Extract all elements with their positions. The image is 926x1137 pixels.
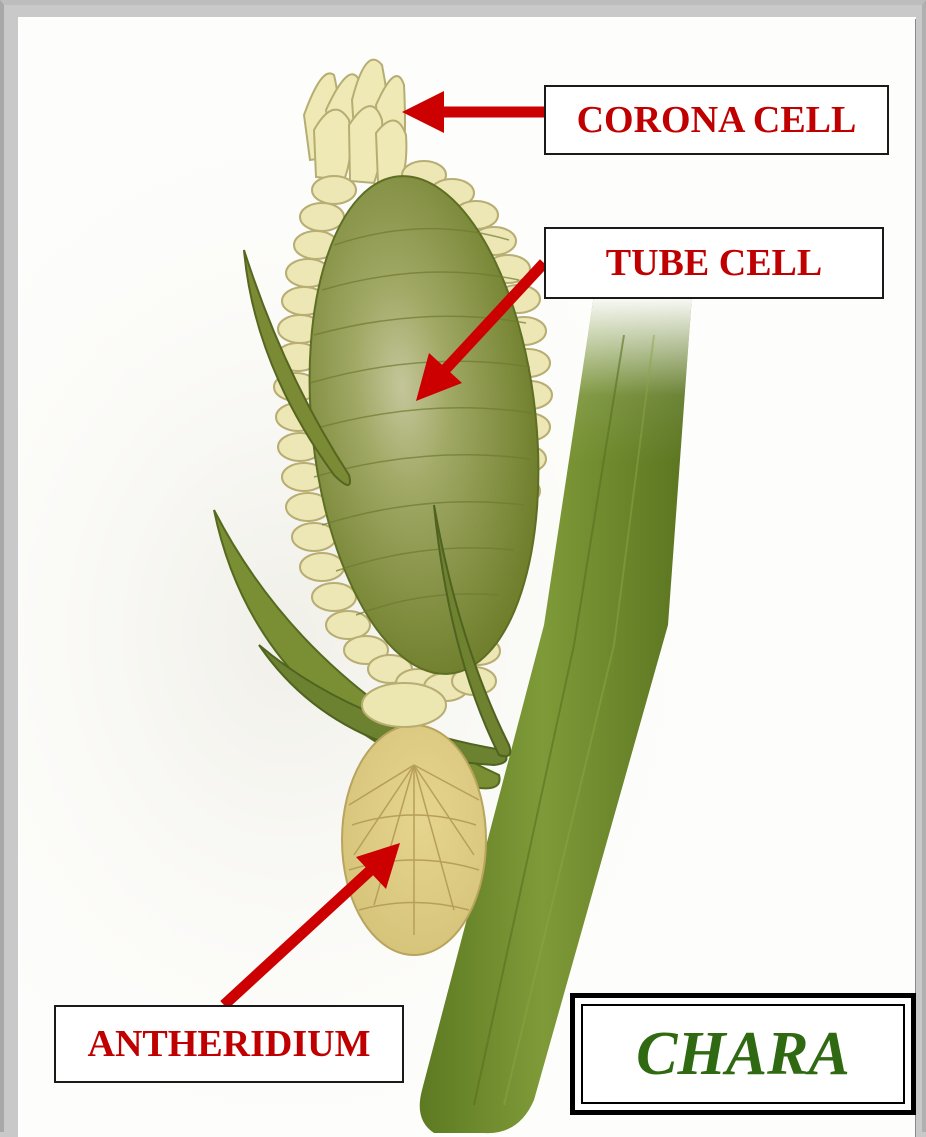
diagram-title: CHARA	[636, 1019, 850, 1090]
antheridium-label-text: ANTHERIDIUM	[88, 1022, 371, 1066]
corona-cell-label: CORONA CELL	[544, 85, 889, 155]
tube-cell-label: TUBE CELL	[544, 227, 884, 299]
title-box: CHARA	[570, 993, 916, 1115]
title-box-inner: CHARA	[581, 1004, 905, 1104]
antheridium-label: ANTHERIDIUM	[54, 1005, 404, 1083]
diagram-canvas	[18, 17, 916, 1137]
corona-cell-label-text: CORONA CELL	[577, 98, 857, 142]
tube-cell-label-text: TUBE CELL	[606, 241, 822, 285]
chara-illustration	[18, 17, 916, 1137]
